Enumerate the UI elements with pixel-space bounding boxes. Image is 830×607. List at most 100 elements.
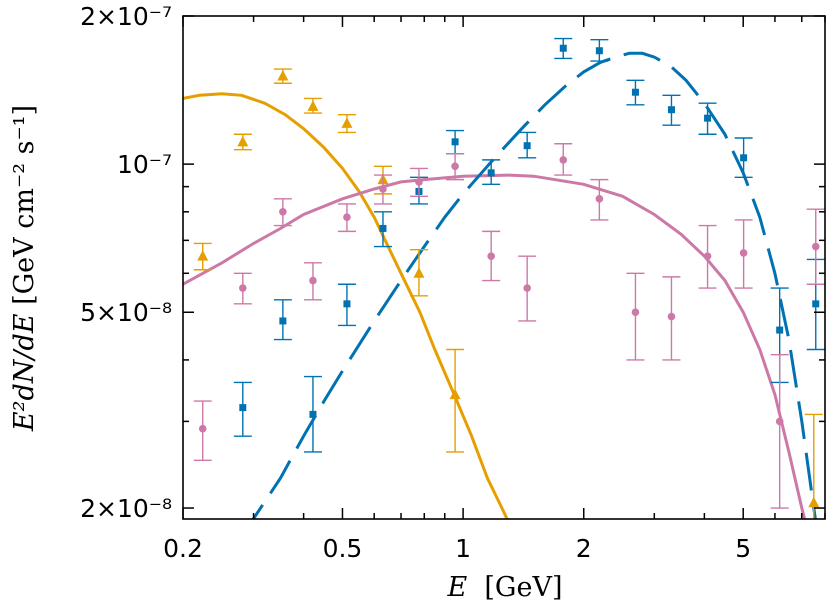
- square-marker: [343, 300, 351, 308]
- triangle-marker: [449, 388, 461, 400]
- square-marker: [667, 106, 675, 114]
- circle-marker: [451, 162, 459, 171]
- data-point-s3-7: [409, 167, 428, 198]
- circle-marker: [631, 308, 640, 317]
- data-point-s2-9: [518, 131, 537, 159]
- data-point-s3-16: [734, 219, 753, 289]
- square-marker: [239, 404, 247, 412]
- circle-marker: [811, 242, 820, 251]
- circle-marker: [343, 213, 351, 222]
- triangle-marker: [307, 100, 319, 111]
- x-tick-label: 0.5: [323, 534, 363, 563]
- square-marker: [279, 317, 287, 325]
- x-tick-label: 1: [455, 534, 471, 563]
- data-point-s2-4: [337, 283, 356, 327]
- data-point-s1-3: [273, 68, 292, 84]
- fit-curve-1: [183, 92, 509, 519]
- data-point-s2-1: [233, 381, 252, 437]
- circle-marker: [198, 424, 207, 433]
- circle-marker: [595, 195, 604, 203]
- triangle-marker: [277, 70, 289, 81]
- circle-marker: [309, 276, 317, 285]
- data-point-s2-10: [554, 37, 573, 60]
- data-point-s3-15: [698, 224, 717, 289]
- data-point-s2-8: [482, 159, 501, 185]
- square-marker: [740, 154, 748, 162]
- circle-marker: [238, 284, 247, 292]
- square-marker: [559, 44, 567, 52]
- circle-marker: [667, 312, 676, 321]
- y-tick-label: 2×10⁻⁷: [80, 2, 172, 31]
- data-point-s2-15: [734, 137, 753, 179]
- data-points: [193, 37, 825, 519]
- circle-marker: [775, 417, 784, 426]
- axis-ticks: [182, 15, 826, 519]
- data-point-s3-10: [518, 255, 537, 322]
- square-marker: [704, 114, 712, 122]
- data-point-s2-5: [373, 211, 392, 248]
- y-axis-label: E²dN/dE [GeV cm⁻² s⁻¹]: [9, 105, 40, 432]
- circle-marker: [379, 185, 387, 193]
- circle-marker: [415, 178, 423, 186]
- data-point-s3-13: [626, 272, 645, 361]
- data-point-s3-9: [482, 230, 501, 282]
- fit-curve-3: [251, 51, 817, 519]
- square-marker: [487, 169, 495, 177]
- data-point-s2-11: [590, 39, 609, 62]
- triangle-marker: [413, 267, 425, 278]
- circle-marker: [487, 252, 495, 260]
- tick-labels: 0.2 0.5 1 2 5 2×10⁻⁸ 5×10⁻⁸ 10⁻⁷ 2×10⁻⁷: [80, 2, 751, 563]
- square-marker: [812, 300, 820, 308]
- data-point-s3-11: [554, 143, 573, 176]
- data-point-s3-5: [337, 203, 356, 233]
- data-point-s3-14: [662, 276, 681, 361]
- data-point-s1-8: [446, 348, 465, 453]
- data-point-s1-9: [804, 413, 823, 519]
- data-point-s2-3: [303, 375, 322, 453]
- data-point-s3-3: [273, 198, 292, 227]
- x-tick-label: 5: [735, 534, 751, 563]
- x-tick-label: 2: [576, 534, 592, 563]
- triangle-marker: [237, 135, 249, 147]
- circle-marker: [559, 156, 568, 164]
- square-marker: [309, 410, 317, 418]
- data-point-s3-1: [193, 400, 212, 462]
- data-point-s3-17: [770, 353, 789, 509]
- fit-curves: [183, 51, 817, 519]
- data-point-s2-13: [662, 94, 681, 126]
- y-tick-label: 10⁻⁷: [117, 150, 172, 179]
- data-point-s1-1: [193, 242, 212, 271]
- data-point-s3-18: [806, 208, 825, 285]
- square-marker: [379, 224, 387, 232]
- y-tick-label: 2×10⁻⁸: [80, 494, 172, 523]
- circle-marker: [279, 208, 287, 216]
- data-point-s3-8: [446, 152, 465, 181]
- triangle-marker: [341, 117, 353, 128]
- data-point-s1-2: [233, 133, 252, 151]
- y-tick-label: 5×10⁻⁸: [80, 298, 172, 327]
- circle-marker: [523, 284, 531, 292]
- triangle-marker: [197, 250, 209, 261]
- circle-marker: [739, 249, 748, 257]
- fit-curve-2: [183, 173, 807, 519]
- x-tick-label: 0.2: [163, 534, 203, 563]
- triangle-marker: [808, 496, 820, 508]
- square-marker: [776, 326, 784, 334]
- data-point-s1-5: [337, 114, 356, 134]
- data-point-s2-12: [626, 79, 645, 106]
- square-marker: [451, 138, 459, 146]
- data-point-s2-2: [273, 299, 292, 341]
- circle-marker: [703, 252, 712, 260]
- data-point-s2-14: [698, 102, 717, 135]
- data-point-s3-4: [303, 262, 322, 301]
- square-marker: [631, 88, 639, 96]
- x-axis-label: E [GeV]: [447, 572, 563, 603]
- data-point-s1-7: [409, 248, 428, 297]
- square-marker: [595, 47, 603, 55]
- data-point-s1-4: [303, 97, 322, 114]
- plot-frame: [182, 15, 826, 520]
- data-point-s3-12: [590, 178, 609, 221]
- data-point-s3-6: [373, 174, 392, 205]
- square-marker: [523, 142, 531, 150]
